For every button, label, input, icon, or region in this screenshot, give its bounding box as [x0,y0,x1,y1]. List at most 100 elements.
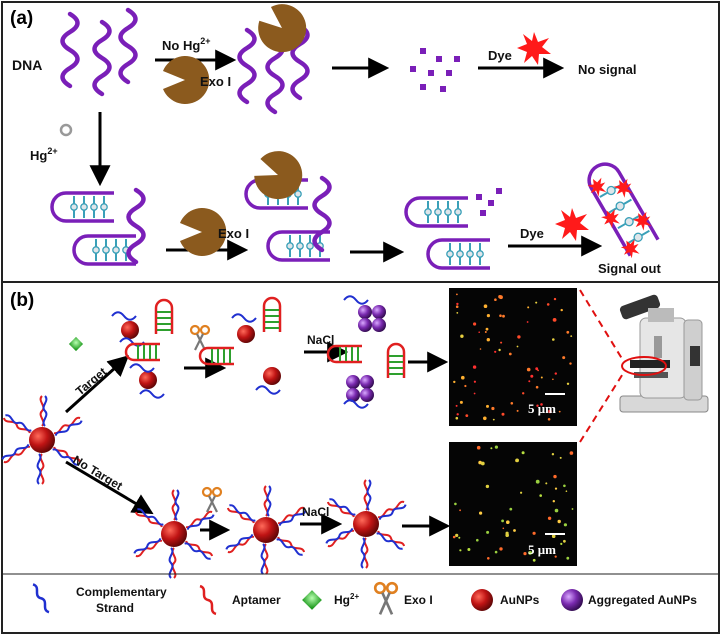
nacl-label-1: NaCl [307,333,334,347]
darkfield-spot [505,531,509,535]
darkfield-spot [486,314,490,318]
legend-aggregated: Aggregated AuNPs [588,593,697,607]
darkfield-spot [540,403,543,406]
darkfield-spot [455,404,458,407]
panel-a: (a) DNA No Hg2+ Exo I Dye No [10,0,662,276]
darkfield-spot [483,416,487,421]
darkfield-spot [547,418,551,421]
darkfield-spot [478,331,481,334]
darkfield-spot [559,456,562,459]
darkfield-spot [548,409,552,414]
darkfield-spot [455,305,459,309]
darkfield-spot [560,308,563,312]
darkfield-spot [487,557,490,560]
legend-complementary-icon [32,583,50,614]
darkfield-image-no-target [449,442,577,566]
dye-star-icon [517,32,551,65]
legend-aggregated-icon [561,589,583,611]
dye-label-1: Dye [488,48,512,63]
darkfield-spot [515,458,519,463]
darkfield-spot [552,338,555,341]
darkfield-spot [563,523,568,527]
darkfield-spot [551,534,556,538]
darkfield-spot [500,341,503,344]
darkfield-spot [498,348,501,352]
target-stage-3 [326,295,406,409]
darkfield-spot [459,549,462,552]
darkfield-spot [535,301,538,304]
stage-highlight [621,356,667,376]
darkfield-spot [566,382,570,385]
darkfield-spot [571,508,574,510]
panel-a-label: (a) [10,8,33,29]
darkfield-spots-no-target [452,445,574,562]
panel-b-label: (b) [10,290,34,311]
darkfield-spot [535,367,539,371]
darkfield-spot [486,338,490,342]
dna-strands-start [63,10,136,94]
aunp-duplex-nt1 [134,490,215,578]
darkfield-spot [473,380,476,383]
darkfield-spot [535,385,539,389]
darkfield-spot [476,538,479,542]
darkfield-spot [473,392,476,395]
no-target-label: No Target [70,453,124,493]
target-label: Target [73,365,109,399]
darkfield-spot [537,369,539,372]
darkfield-spot [557,519,561,524]
darkfield-spot [494,445,498,449]
darkfield-spot [554,508,559,513]
darkfield-spot [563,484,566,488]
darkfield-spot [455,533,459,538]
legend-aptamer-icon [199,584,217,616]
darkfield-spot [569,451,574,455]
darkfield-spot [467,548,471,551]
darkfield-spot [546,303,550,306]
darkfield-spot [570,335,573,337]
legend-complementary-2: Strand [96,601,134,615]
legend-hg-icon [302,590,322,610]
legend-hg: Hg2+ [334,592,359,607]
signal-out-label: Signal out [598,261,662,276]
darkfield-spot [459,509,461,512]
dashed-link-1 [579,289,625,363]
darkfield-spot [552,318,557,322]
darkfield-spot [553,474,557,479]
darkfield-spot [506,520,510,524]
darkfield-spot [486,530,490,534]
darkfield-spot [454,502,457,506]
legend-aunp-icon [471,589,493,611]
hg-label: Hg2+ [30,146,58,163]
darkfield-spot [517,335,521,339]
darkfield-spot [494,350,497,353]
darkfield-spot [458,536,461,539]
legend-aptamer: Aptamer [232,593,281,607]
darkfield-spot [516,409,519,412]
dye-star-icon-2 [555,208,589,241]
darkfield-spot [539,494,542,497]
darkfield-spot [484,331,487,333]
signal-hairpin [585,162,660,261]
no-signal-label: No signal [578,62,637,77]
darkfield-spot [491,406,495,411]
darkfield-spot [480,461,485,466]
darkfield-spot [528,380,531,383]
arrow-target [64,355,130,414]
aunp-duplex-nt2 [226,486,307,574]
darkfield-spot [540,376,543,379]
darkfield-spot [483,304,488,309]
darkfield-spot [520,491,523,494]
no-hg-label: No Hg2+ [162,36,211,53]
darkfield-spot [494,298,497,302]
darkfield-spot [569,362,572,365]
hg-ion-icon [59,123,73,137]
darkfield-spot [456,312,459,314]
darkfield-spot [530,374,534,378]
darkfield-spot [502,314,505,318]
scissors-icon-2 [201,486,223,514]
nucleotide-fragments [410,48,460,92]
microscope-icon [619,294,709,413]
dna-label: DNA [12,57,42,73]
hairpins-stage-3 [404,188,502,270]
target-stage-1 [111,298,174,399]
